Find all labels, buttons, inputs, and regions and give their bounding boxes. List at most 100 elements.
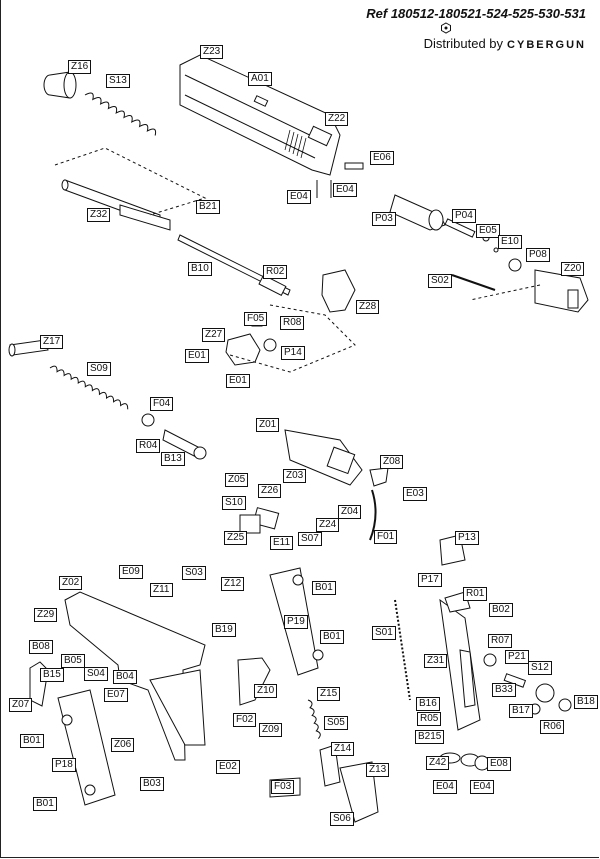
reference-number: Ref 180512-180521-524-525-530-531 xyxy=(366,6,586,21)
part-label: B02 xyxy=(489,603,513,617)
loading-nozzle-group xyxy=(389,194,522,272)
part-label: E07 xyxy=(104,688,128,702)
part-label: E08 xyxy=(487,757,511,771)
part-label: P04 xyxy=(452,209,476,223)
part-label: P08 xyxy=(526,248,550,262)
part-label: B33 xyxy=(492,683,516,697)
part-label: Z02 xyxy=(59,576,83,590)
part-label: E11 xyxy=(270,536,294,550)
part-label: B15 xyxy=(40,668,64,682)
brand-logo-icon xyxy=(441,22,451,34)
part-label: E04 xyxy=(470,780,494,794)
part-label: B13 xyxy=(161,452,185,466)
trigger-bar xyxy=(369,489,377,541)
part-label: R07 xyxy=(488,634,513,648)
magazine-spring xyxy=(394,599,411,701)
part-label: E02 xyxy=(216,760,240,774)
part-label: S06 xyxy=(330,812,354,826)
part-label: Z16 xyxy=(68,60,92,74)
part-label: E03 xyxy=(403,487,427,501)
magazine xyxy=(439,598,481,731)
part-label: B10 xyxy=(188,262,212,276)
part-label: S13 xyxy=(106,74,130,88)
part-label: P13 xyxy=(455,531,479,545)
hammer xyxy=(369,467,389,487)
part-label: P14 xyxy=(281,346,305,360)
part-label: Z25 xyxy=(224,531,248,545)
part-label: Z24 xyxy=(316,518,340,532)
part-label: Z10 xyxy=(254,684,278,698)
part-label: F01 xyxy=(374,530,398,544)
part-label: R05 xyxy=(417,712,442,726)
part-label: R01 xyxy=(463,587,488,601)
part-label: B17 xyxy=(509,704,533,718)
part-label: Z15 xyxy=(317,687,341,701)
hop-up-outline xyxy=(229,304,356,373)
part-label: P03 xyxy=(372,212,396,226)
part-label: E06 xyxy=(370,151,394,165)
part-label: Z03 xyxy=(283,469,307,483)
part-label: B04 xyxy=(113,670,137,684)
distributed-by-text: Distributed by xyxy=(423,36,504,51)
hammer-housing xyxy=(284,429,363,486)
part-label: S04 xyxy=(84,667,108,681)
part-label: Z01 xyxy=(256,418,280,432)
inner-barrel xyxy=(177,234,291,297)
part-label: Z31 xyxy=(424,654,448,668)
part-label: R06 xyxy=(540,720,565,734)
part-label: E04 xyxy=(333,183,357,197)
part-label: S10 xyxy=(222,496,246,510)
rear-sight-screw xyxy=(344,162,364,170)
brand-name: CYBERGUN xyxy=(507,39,586,51)
mag-catch xyxy=(339,761,379,823)
part-label: B08 xyxy=(29,640,53,654)
part-label: S03 xyxy=(182,566,206,580)
part-label: Z04 xyxy=(338,505,362,519)
recoil-spring-top xyxy=(84,92,157,136)
part-label: B01 xyxy=(20,734,44,748)
part-label: Z26 xyxy=(258,484,282,498)
part-label: Z07 xyxy=(9,698,33,712)
part-label: B01 xyxy=(312,581,336,595)
part-label: S01 xyxy=(372,626,396,640)
part-label: E01 xyxy=(226,374,250,388)
part-label: Z23 xyxy=(200,45,224,59)
part-label: Z14 xyxy=(331,742,355,756)
part-label: R08 xyxy=(280,316,305,330)
guide-rod xyxy=(8,339,49,357)
outer-barrel-outline xyxy=(54,147,207,216)
part-label: F03 xyxy=(271,780,295,794)
part-label: P17 xyxy=(418,573,442,587)
part-label: S09 xyxy=(87,362,111,376)
recoil-spring-lower xyxy=(49,365,129,410)
mag-spring xyxy=(307,699,321,739)
part-label: B16 xyxy=(416,697,440,711)
part-label: Z09 xyxy=(259,723,283,737)
slide-group xyxy=(179,54,341,176)
part-label: Z27 xyxy=(202,328,226,342)
part-label: Z28 xyxy=(356,300,380,314)
part-label: E05 xyxy=(476,224,500,238)
part-label: F04 xyxy=(150,397,174,411)
part-label: Z42 xyxy=(426,756,450,770)
barrel-bushing-group xyxy=(43,71,77,99)
part-label: Z32 xyxy=(87,208,111,222)
part-label: P21 xyxy=(505,650,529,664)
part-label: B19 xyxy=(212,623,236,637)
part-label: Z06 xyxy=(111,738,135,752)
part-label: Z17 xyxy=(40,335,64,349)
part-label: F05 xyxy=(244,312,268,326)
part-label: E10 xyxy=(498,235,522,249)
outer-barrel xyxy=(61,179,171,231)
part-label: S05 xyxy=(324,716,348,730)
part-label: R02 xyxy=(263,265,288,279)
part-label: B215 xyxy=(415,730,445,744)
part-label: E04 xyxy=(287,190,311,204)
part-label: R04 xyxy=(136,439,161,453)
part-label: P19 xyxy=(284,615,308,629)
nozzle-spring xyxy=(451,274,496,291)
part-label: B18 xyxy=(574,695,598,709)
